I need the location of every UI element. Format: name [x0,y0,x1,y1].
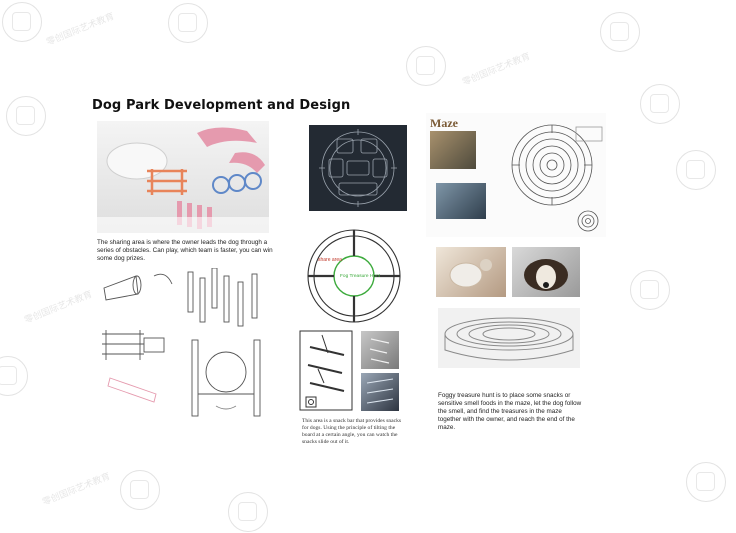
zoning-diagram: share area Fog Treasure Hunt [304,227,404,325]
watermark-text: 零创国际艺术教育 [44,10,116,48]
watermark-logo-icon [630,270,670,310]
watermark-logo-icon [0,356,28,396]
maze-heading: Maze [430,116,458,130]
maze-reference-photo-1 [430,131,476,169]
obstacle-course-render [97,121,269,233]
page-title: Dog Park Development and Design [92,98,351,113]
snack-bar-render-bottom [361,373,399,411]
maze-concept-board: Maze [426,113,606,237]
treasure-hunt-label: Fog Treasure Hunt [340,273,381,279]
circular-maze-sketch [508,117,604,235]
watermark-logo-icon [228,492,268,532]
snack-bar-sketch [298,329,354,412]
watermark-text: 零创国际艺术教育 [40,470,112,508]
watermark-logo-icon [686,462,726,502]
watermark-logo-icon [600,12,640,52]
dog-sniffing-photo [436,247,506,297]
dog-portrait-photo [512,247,580,297]
maze-plan-dark-render [309,125,407,211]
watermark-logo-icon [640,84,680,124]
snack-bar-render-top [361,331,399,369]
maze-render [438,308,580,368]
treasure-hunt-caption: Foggy treasure hunt is to place some sna… [438,392,582,431]
watermark-text: 零创国际艺术教育 [460,50,532,88]
watermark-logo-icon [676,150,716,190]
watermark-logo-icon [6,96,46,136]
obstacle-sketches [96,267,276,422]
share-area-label: share area [318,257,342,263]
watermark-logo-icon [2,2,42,42]
watermark-logo-icon [406,46,446,86]
watermark-text: 零创国际艺术教育 [22,288,94,326]
maze-reference-photo-2 [436,183,486,219]
watermark-logo-icon [168,3,208,43]
sharing-area-caption: The sharing area is where the owner lead… [97,239,273,262]
snack-bar-caption: This area is a snack bar that provides s… [302,418,402,445]
watermark-logo-icon [120,470,160,510]
